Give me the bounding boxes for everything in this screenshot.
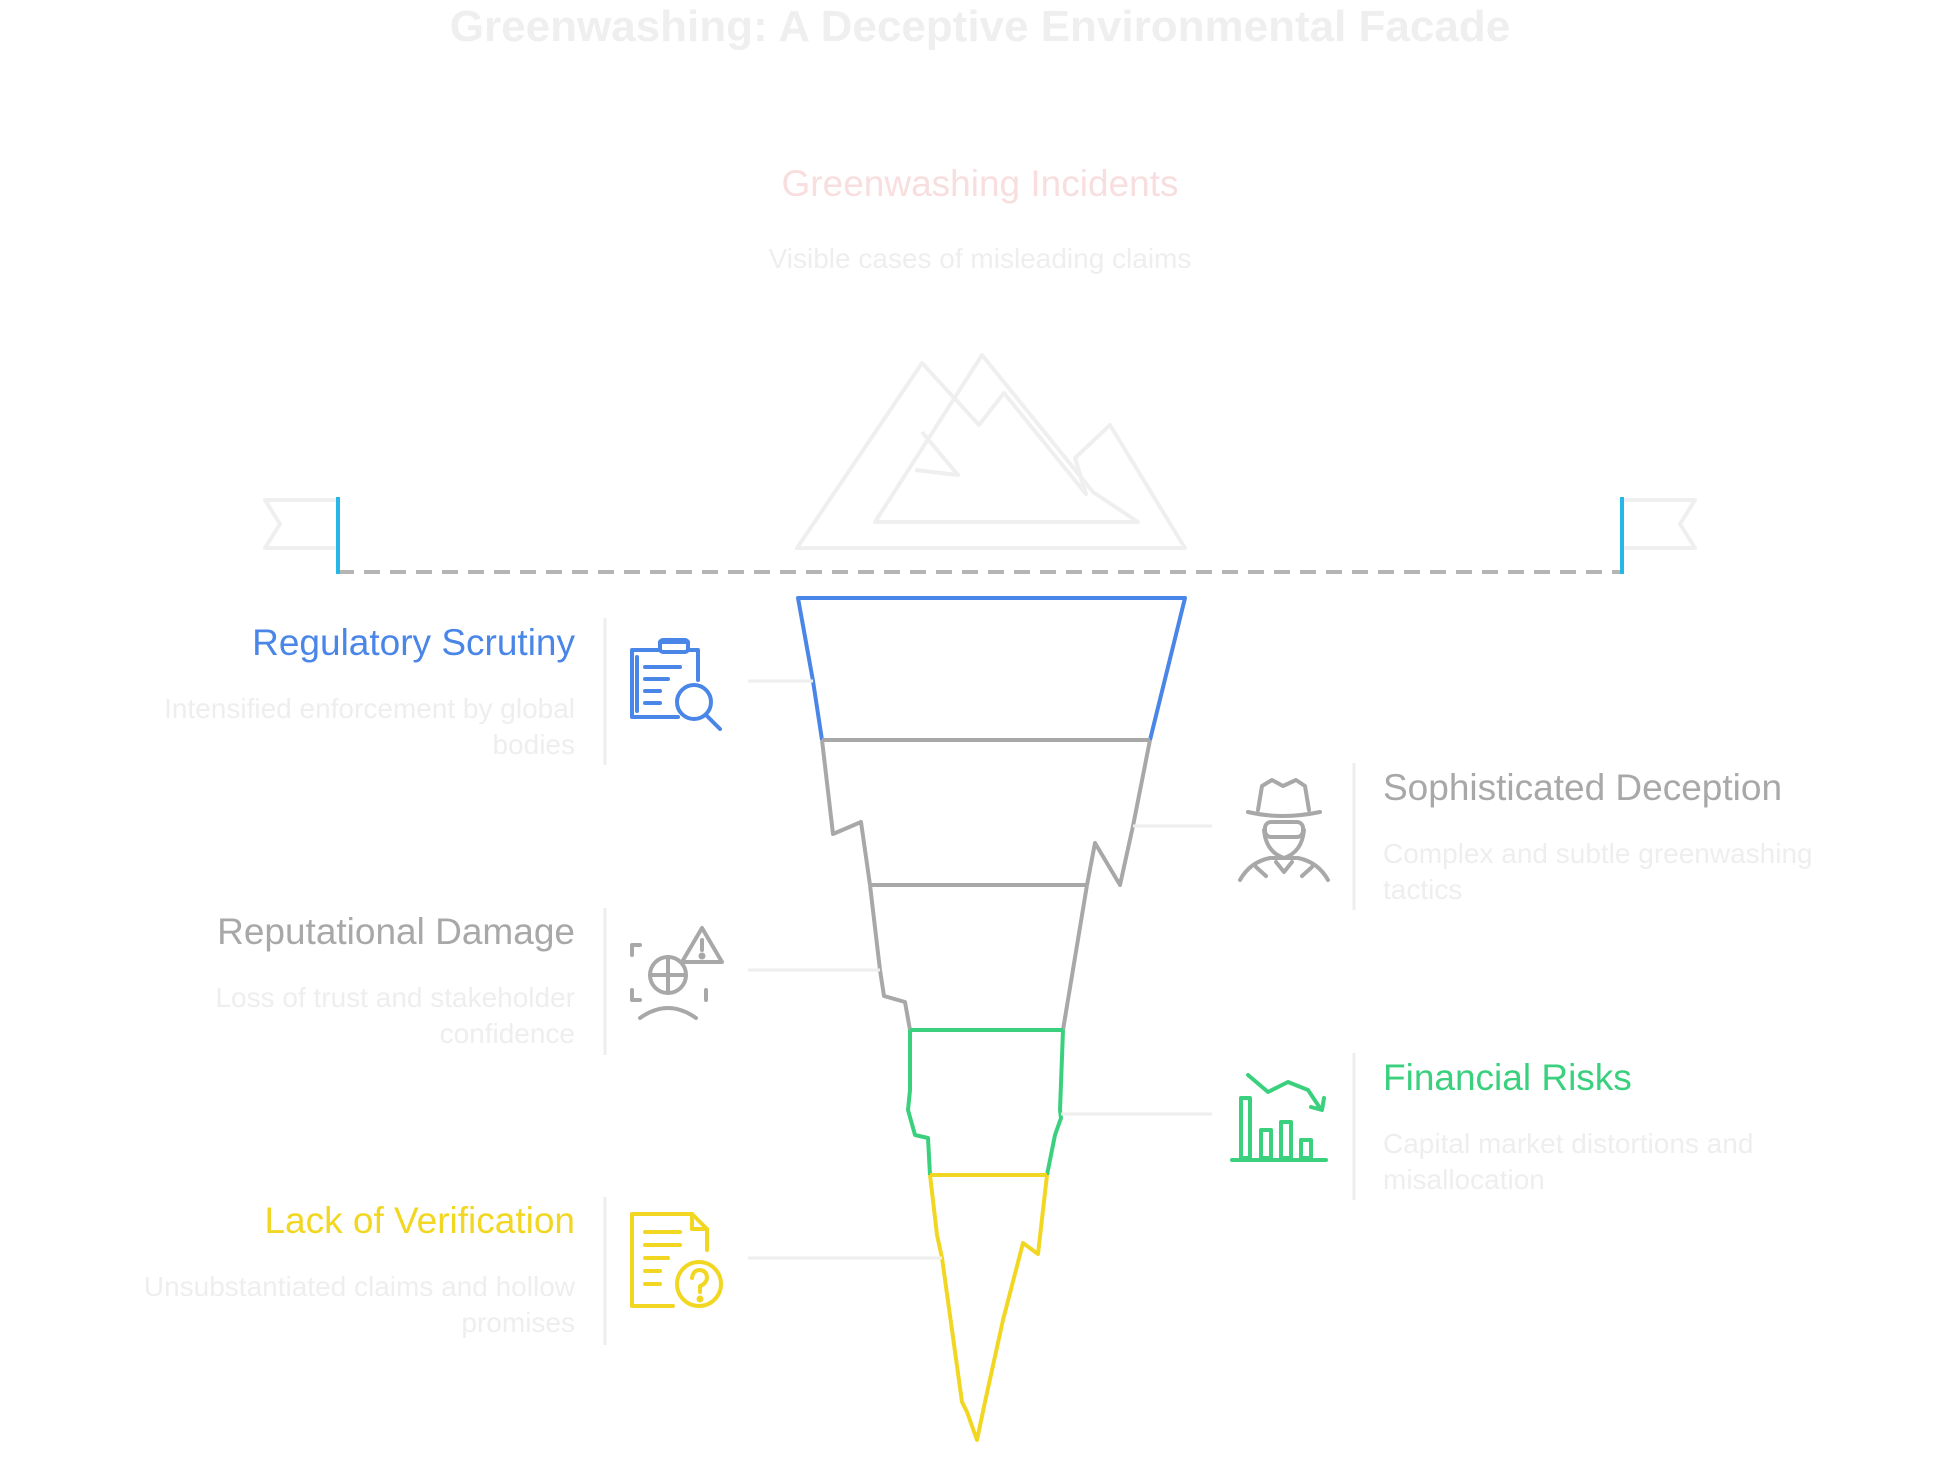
top-description: Visible cases of misleading claims bbox=[769, 243, 1192, 274]
right-flag bbox=[1620, 497, 1697, 574]
top-heading: Greenwashing Incidents bbox=[782, 163, 1179, 204]
financial-description-line2: misallocation bbox=[1383, 1164, 1545, 1195]
regulatory-heading: Regulatory Scrutiny bbox=[252, 622, 575, 663]
regulatory-description-line1: Intensified enforcement by global bbox=[164, 693, 575, 724]
connectors bbox=[748, 679, 1212, 1260]
dividers bbox=[603, 618, 1356, 1345]
reputation-warning-icon bbox=[630, 926, 724, 1020]
verification-description-line1: Unsubstantiated claims and hollow bbox=[144, 1271, 576, 1302]
spy-icon bbox=[1238, 778, 1330, 882]
deception-description-line2: tactics bbox=[1383, 874, 1462, 905]
reputational-heading: Reputational Damage bbox=[217, 911, 575, 952]
label-reputational: Reputational Damage Loss of trust and st… bbox=[215, 911, 575, 1049]
iceberg-layer-financial bbox=[906, 1028, 1065, 1176]
left-flag bbox=[263, 497, 340, 574]
label-verification: Lack of Verification Unsubstantiated cla… bbox=[144, 1200, 576, 1338]
deception-heading: Sophisticated Deception bbox=[1383, 767, 1782, 808]
iceberg-layer-deception bbox=[820, 738, 1152, 887]
iceberg-tip bbox=[795, 353, 1187, 550]
label-regulatory: Regulatory Scrutiny Intensified enforcem… bbox=[164, 622, 575, 760]
declining-chart-icon bbox=[1230, 1073, 1328, 1162]
iceberg-layer-verification bbox=[928, 1173, 1049, 1442]
label-financial: Financial Risks Capital market distortio… bbox=[1383, 1057, 1753, 1195]
iceberg-layer-reputational bbox=[868, 883, 1089, 1031]
iceberg-layer-regulatory bbox=[796, 596, 1187, 741]
reputational-description-line2: confidence bbox=[440, 1018, 575, 1049]
deception-description-line1: Complex and subtle greenwashing bbox=[1383, 838, 1813, 869]
financial-description-line1: Capital market distortions and bbox=[1383, 1128, 1753, 1159]
document-question-icon bbox=[630, 1212, 723, 1308]
clipboard-search-icon bbox=[630, 638, 722, 731]
verification-heading: Lack of Verification bbox=[264, 1200, 575, 1241]
diagram-title: Greenwashing: A Deceptive Environmental … bbox=[450, 2, 1510, 51]
regulatory-description-line2: bodies bbox=[492, 729, 575, 760]
financial-heading: Financial Risks bbox=[1383, 1057, 1632, 1098]
reputational-description-line1: Loss of trust and stakeholder bbox=[215, 982, 575, 1013]
verification-description-line2: promises bbox=[461, 1307, 575, 1338]
label-deception: Sophisticated Deception Complex and subt… bbox=[1383, 767, 1813, 905]
